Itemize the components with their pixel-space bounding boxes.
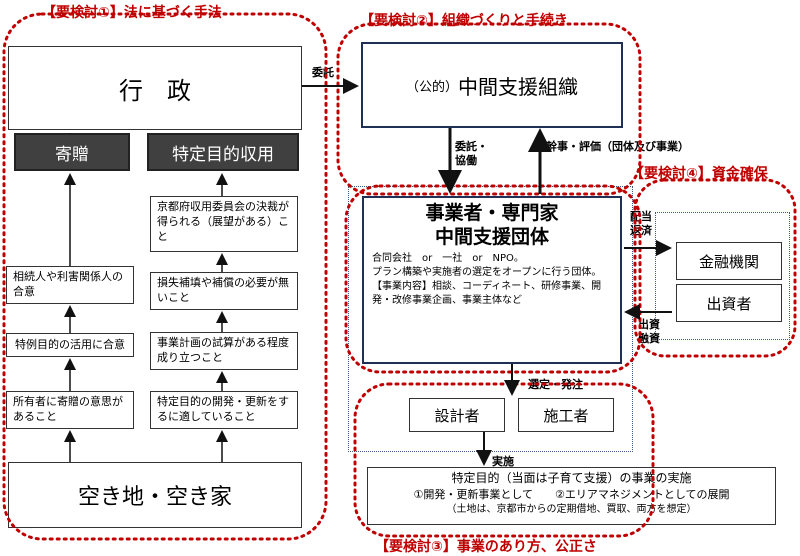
right-step-2: 損失補填や補償の必要が無いこと — [150, 272, 298, 310]
gyosei-label: 行 政 — [119, 76, 191, 105]
right-step-3: 事業計画の試算がある程度成り立つこと — [150, 332, 298, 370]
right-step-4: 特定目的の開発・更新をするに適していること — [150, 391, 298, 429]
left-step-2: 特例目的の活用に合意 — [6, 333, 134, 357]
left-step-1: 相続人や利害関係人の合意 — [6, 266, 134, 304]
section4-title: 【要検討④】資金確保 — [630, 166, 768, 182]
kizo-box: 寄贈 — [14, 133, 130, 171]
itaku-label: 委託 — [312, 66, 334, 79]
kinyu-label: 金融機関 — [698, 252, 759, 271]
right-step-1: 京都府収用委員会の決裁が得られる（展望がある）こと — [150, 196, 298, 252]
tokutei-box: 特定目的収用 — [147, 133, 299, 171]
section1-title: 【要検討①】法に基づく手法 — [42, 5, 222, 21]
kizo-label: 寄贈 — [55, 144, 89, 165]
shusshisha-label: 出資者 — [706, 294, 752, 313]
jisshi-label: 実施 — [492, 455, 514, 468]
akichi-label: 空き地・空き家 — [77, 485, 232, 510]
haito-label: 配当 返済 — [630, 210, 652, 238]
section2-title: 【要検討②】組織づくりと手続き — [360, 13, 568, 29]
bottom-line3: （土地は、京都市からの定期借地、買取、両方を想定） — [446, 504, 697, 516]
kouteki-box: （公的） 中間支援組織 — [361, 42, 623, 128]
sekkei-box: 設計者 — [409, 398, 505, 432]
seko-label: 施工者 — [543, 406, 589, 425]
kouteki-main: 中間支援組織 — [458, 74, 578, 99]
shusshisha-box: 出資者 — [676, 284, 782, 322]
kinyu-box: 金融機関 — [676, 242, 782, 280]
gyosei-box: 行 政 — [8, 46, 302, 130]
kouteki-prefix: （公的） — [405, 79, 458, 95]
bottom-line1: 特定目的（当面は子育て支援）の事業の実施 — [451, 471, 692, 485]
itaku-kyodo-label: 委託・ 協働 — [455, 140, 488, 168]
tokutei-label: 特定目的収用 — [172, 144, 274, 165]
sekkei-label: 設計者 — [434, 406, 480, 425]
seko-box: 施工者 — [518, 398, 614, 432]
section3-title: 【要検討③】事業のあり方、公正さ — [375, 539, 597, 555]
sentei-label: 選定・発注 — [528, 378, 583, 391]
left-step-3: 所有者に寄贈の意思があること — [6, 391, 134, 429]
bottom-box: 特定目的（当面は子育て支援）の事業の実施 ①開発・更新事業として ②エリアマネジ… — [367, 467, 776, 525]
akichi-box: 空き地・空き家 — [8, 462, 302, 528]
shusshi-label: 出資 融資 — [638, 318, 660, 346]
kanji-label: 幹事・評価（団体及び事業） — [546, 140, 689, 153]
bottom-line2: ①開発・更新事業として ②エリアマネジメントとしての展開 — [413, 488, 730, 502]
